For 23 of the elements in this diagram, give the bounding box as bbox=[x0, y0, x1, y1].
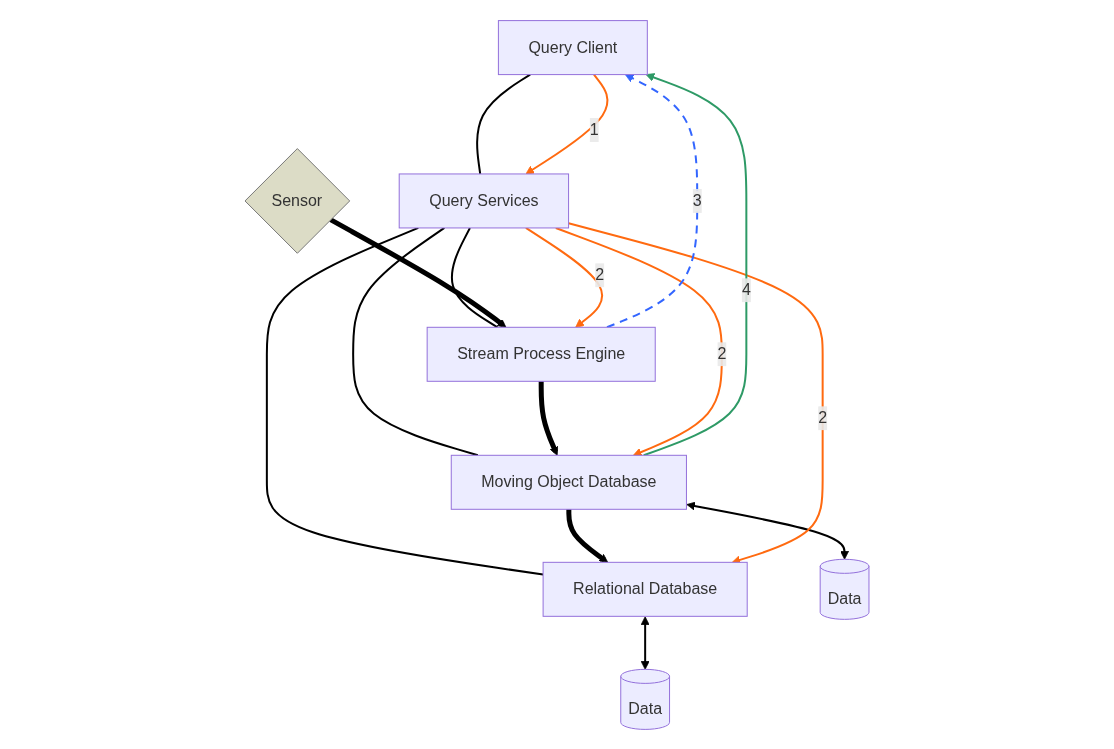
edge-label: 4 bbox=[741, 280, 751, 298]
node-box: Query Client bbox=[497, 19, 648, 75]
arrow bbox=[524, 226, 604, 328]
arrow bbox=[525, 73, 609, 174]
arrow bbox=[329, 216, 507, 328]
connector bbox=[450, 226, 499, 328]
arrow bbox=[686, 501, 849, 560]
edge-label: 2 bbox=[717, 344, 727, 362]
connector bbox=[265, 226, 545, 575]
arrow bbox=[554, 226, 723, 456]
arrow bbox=[566, 508, 609, 563]
connector bbox=[476, 73, 532, 175]
node-box: Query Services bbox=[398, 172, 570, 228]
node-box: Moving Object Database bbox=[450, 454, 687, 510]
edge-label: 2 bbox=[818, 408, 828, 426]
node-diamond: Sensor bbox=[244, 147, 351, 254]
edge-label: 2 bbox=[595, 265, 605, 283]
arrow bbox=[538, 380, 559, 456]
edge-label: 3 bbox=[692, 191, 702, 209]
arrow bbox=[640, 615, 650, 670]
node-box: Relational Database bbox=[542, 561, 748, 617]
edge-label: 1 bbox=[589, 120, 599, 138]
node-box: Stream Process Engine bbox=[426, 326, 656, 382]
